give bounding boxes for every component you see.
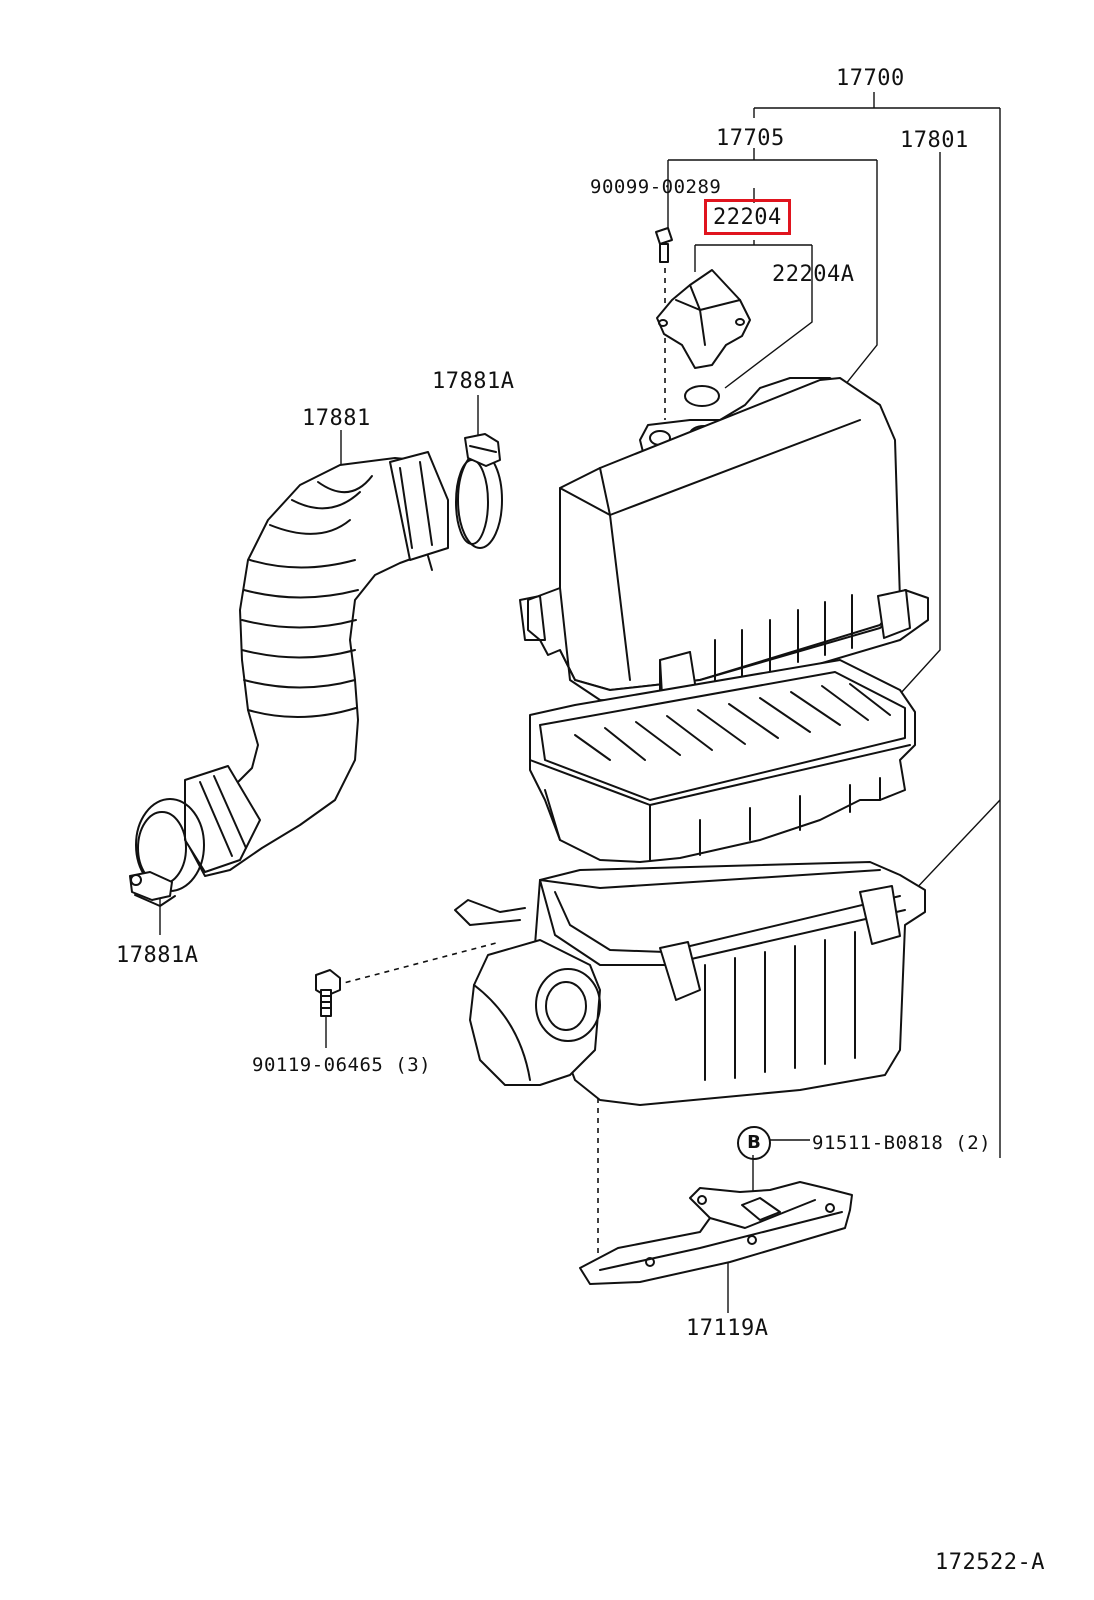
label-90119-06465: 90119-06465 (3) (252, 1054, 432, 1076)
label-91511-b0818: 91511-B0818 (2) (812, 1132, 992, 1154)
label-17881: 17881 (302, 406, 371, 431)
air-cleaner-case (454, 861, 926, 1106)
air-flow-sensor (656, 269, 751, 369)
label-17700: 17700 (836, 66, 905, 91)
bolt-90119 (315, 969, 341, 1017)
label-22204-highlighted: 22204 (704, 199, 791, 235)
intake-hose (129, 451, 449, 907)
air-cleaner-cap (519, 377, 929, 706)
hose-clamp-top (455, 433, 503, 549)
mounting-bracket (579, 1181, 853, 1285)
label-17705: 17705 (716, 126, 785, 151)
bolt-90099 (655, 227, 673, 263)
filter-element (529, 659, 916, 863)
label-90099-00289: 90099-00289 (590, 176, 722, 198)
label-17881a-top: 17881A (432, 369, 515, 394)
label-22204a: 22204A (772, 262, 855, 287)
label-17881a-bottom: 17881A (116, 943, 199, 968)
label-17801: 17801 (900, 128, 969, 153)
figure-id: 172522-A (935, 1550, 1045, 1575)
callout-b-circle: B (737, 1126, 771, 1160)
o-ring (684, 385, 720, 407)
label-17119a: 17119A (686, 1316, 769, 1341)
